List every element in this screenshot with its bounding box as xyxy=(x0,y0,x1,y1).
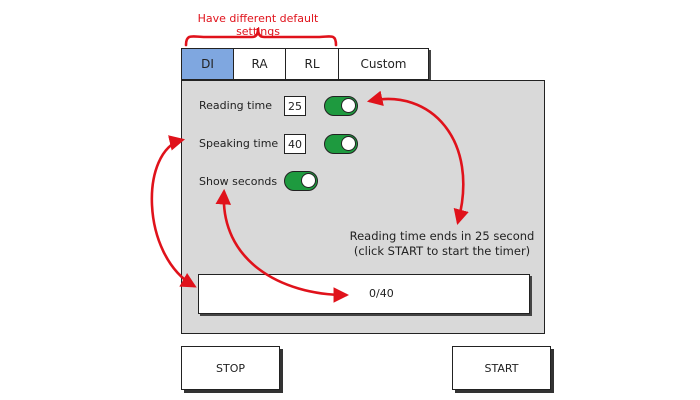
reading-time-input[interactable]: 25 xyxy=(284,96,306,116)
tab-rl[interactable]: RL xyxy=(286,49,339,79)
tab-ra[interactable]: RA xyxy=(234,49,286,79)
tab-ra-label: RA xyxy=(251,57,268,71)
annotation-note-line2: settings xyxy=(236,25,280,38)
show-seconds-label: Show seconds xyxy=(199,175,278,188)
tab-custom[interactable]: Custom xyxy=(339,49,428,79)
tab-di-label: DI xyxy=(201,57,214,71)
timer-progress-bar: 0/40 xyxy=(198,274,530,314)
speaking-time-input[interactable]: 40 xyxy=(284,134,306,154)
settings-panel: Reading time 25 Speaking time 40 Show se… xyxy=(181,80,545,334)
tab-rl-label: RL xyxy=(304,57,320,71)
timer-status-line2: (click START to start the timer) xyxy=(353,244,531,258)
timer-status-message: Reading time ends in 25 second (click ST… xyxy=(342,229,542,259)
annotation-note: Have different default settings xyxy=(188,12,328,38)
stop-button[interactable]: STOP xyxy=(181,346,280,390)
preset-tab-bar: DI RA RL Custom xyxy=(181,48,429,80)
tab-di[interactable]: DI xyxy=(182,49,234,79)
annotation-note-line1: Have different default xyxy=(197,12,319,25)
start-button-label: START xyxy=(484,361,519,375)
stop-button-label: STOP xyxy=(216,361,245,375)
tab-custom-label: Custom xyxy=(360,57,407,71)
toggle-knob xyxy=(301,173,316,188)
show-seconds-toggle[interactable] xyxy=(284,171,318,191)
timer-status-line1: Reading time ends in 25 second xyxy=(349,229,535,243)
toggle-knob xyxy=(341,98,356,113)
start-button[interactable]: START xyxy=(452,346,551,390)
toggle-knob xyxy=(341,136,356,151)
speaking-time-label: Speaking time xyxy=(199,137,279,150)
progress-text: 0/40 xyxy=(369,287,394,300)
speaking-time-toggle[interactable] xyxy=(324,134,358,154)
reading-time-label: Reading time xyxy=(199,99,272,112)
reading-time-toggle[interactable] xyxy=(324,96,358,116)
